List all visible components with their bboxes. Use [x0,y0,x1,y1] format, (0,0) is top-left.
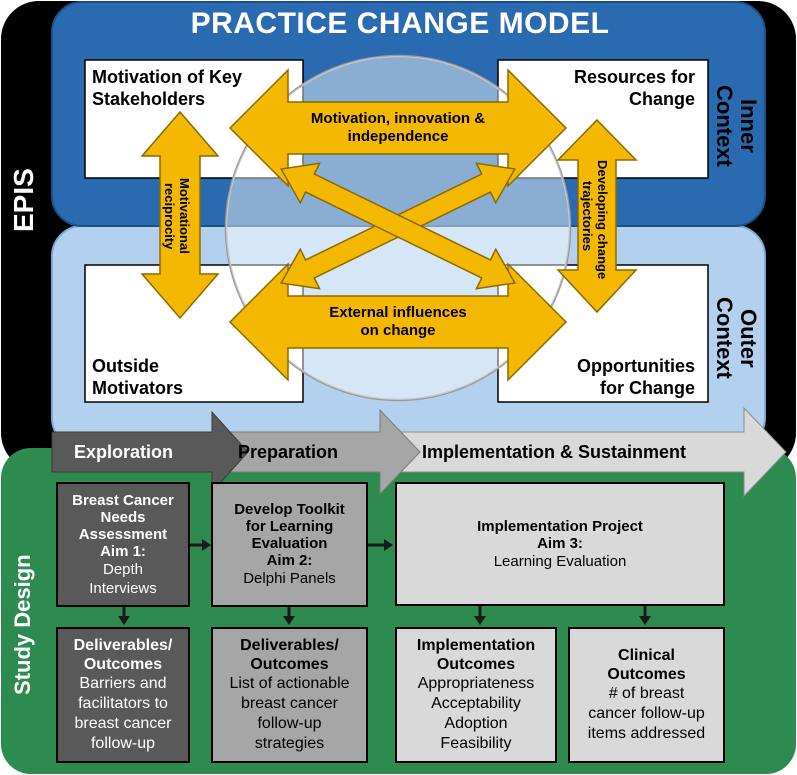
outcome3-title: Implementation Outcomes [416,637,536,673]
quadrant-label-top-right: Resources for Change [573,67,695,109]
study-design-label: Study Design [10,554,35,695]
quadrant-label-bottom-right: Opportunities for Change [577,356,695,398]
phase-label-preparation: Preparation [238,442,339,462]
arrow-right-double [556,118,638,314]
aim3-card: Implementation Project Aim 3: Learning E… [395,482,725,606]
quadrant-label-bottom-left: Outside Motivators [92,356,184,398]
arrow-diagonal-b [279,162,517,290]
epis-label: EPIS [8,168,39,232]
outcome4-title: Clinical Outcomes [607,647,686,683]
outcome1-title: Deliverables/ Outcomes [73,637,173,673]
aim1-card: Breast Cancer Needs Assessment Aim 1: De… [56,482,190,607]
outcome2-title: Deliverables/ Outcomes [240,637,339,673]
phase-label-exploration: Exploration [74,442,174,462]
connector-aim1-aim2 [190,539,211,551]
phase-arrow-implementation [387,406,787,498]
connector-aim1-out1 [118,607,130,625]
arrow-bottom-double [228,262,568,382]
outcome1-card: Deliverables/ Outcomes Barriers and faci… [56,627,190,763]
aim1-body: Depth Interviews [89,560,157,597]
outcome3-body: Appropriateness Acceptability Adoption F… [417,675,535,752]
aim2-body: Delphi Panels [243,570,336,587]
connector-aim2-out2 [283,607,295,625]
connector-aim3-out4 [639,606,651,625]
aim3-title: Implementation Project Aim 3: [477,517,643,552]
phase-arrow-preparation [213,408,421,496]
aim3-body: Learning Evaluation [493,552,627,570]
center-circle [224,54,572,402]
outcome4-body: # of breast cancer follow-up items addre… [587,685,706,742]
connector-aim2-aim3 [368,539,393,551]
phase-label-implementation: Implementation & Sustainment [422,442,687,462]
outcome2-card: Deliverables/ Outcomes List of actionabl… [211,627,368,763]
arrow-label-top: Motivation, innovation & independence [310,110,486,145]
outcome1-body: Barriers and facilitators to breast canc… [74,675,172,752]
aim2-title: Develop Toolkit for Learning Evaluation … [234,501,345,569]
model-title: PRACTICE CHANGE MODEL [190,7,610,40]
outcome4-card: Clinical Outcomes # of breast cancer fol… [568,627,725,763]
arrow-label-bottom: External influences on change [329,304,467,339]
arrow-left-double [140,110,220,320]
outcome3-card: Implementation Outcomes Appropriateness … [395,627,557,763]
aim1-title: Breast Cancer Needs Assessment Aim 1: [72,491,174,560]
arrow-label-right: Developing change trajectories [580,160,610,280]
arrow-top-double [228,68,568,188]
outer-context-label: Outer Context [712,297,761,379]
connector-aim3-out3 [474,606,486,625]
inner-context-label: Inner Context [712,85,761,167]
phase-arrow-exploration [51,410,249,494]
arrow-label-left: Motivational reciprocity [162,178,192,254]
aim2-card: Develop Toolkit for Learning Evaluation … [211,482,368,607]
quadrant-label-top-left: Motivation of Key Stakeholders [92,67,243,109]
outcome2-body: List of actionable breast cancer follow-… [229,675,350,752]
